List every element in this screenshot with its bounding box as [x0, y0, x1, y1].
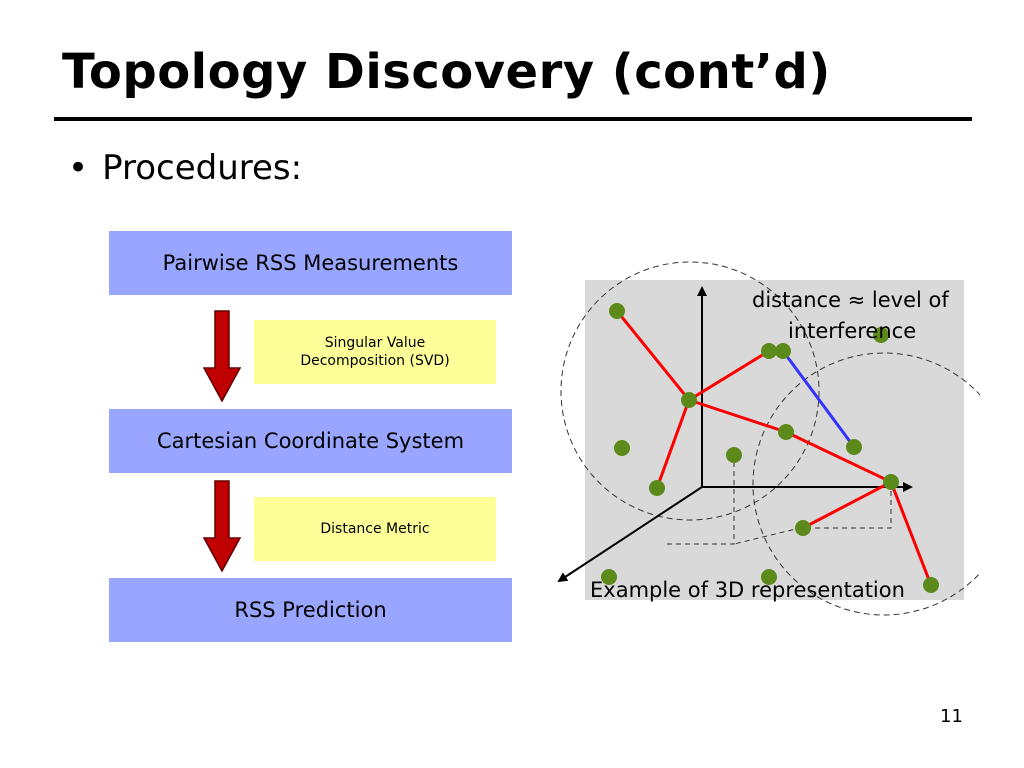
node	[778, 424, 794, 440]
node	[923, 577, 939, 593]
node	[761, 343, 777, 359]
bullet-text: Procedures:	[102, 148, 303, 188]
flow-step-label: Cartesian Coordinate System	[156, 429, 465, 453]
note-svd: Singular Value Decomposition (SVD)	[254, 320, 496, 384]
node	[649, 480, 665, 496]
down-arrow-1	[203, 310, 241, 402]
figure-caption: Example of 3D representation	[590, 578, 905, 602]
annotation-line-2: interference	[788, 319, 917, 343]
figure-panel	[585, 280, 964, 600]
down-arrow-shape	[203, 480, 241, 572]
blue-link	[781, 349, 856, 449]
figure-3d-representation: distance ≈ level of interference Example…	[540, 250, 1016, 624]
slide-title: Topology Discovery (cont’d)	[62, 44, 831, 100]
node	[681, 392, 697, 408]
annotation-line-1: distance ≈ level of	[752, 288, 949, 312]
node	[775, 343, 791, 359]
bullet-dot: •	[68, 148, 89, 188]
node	[846, 439, 862, 455]
interference-circle-1	[560, 261, 820, 521]
page-number: 11	[940, 706, 963, 727]
figure-3d-canvas	[557, 261, 1016, 616]
bullet-procedures: • Procedures:	[68, 148, 302, 188]
down-arrow-2	[203, 480, 241, 572]
node	[795, 520, 811, 536]
note-svd-line2: Decomposition (SVD)	[300, 353, 450, 369]
flow-step-rss-prediction: RSS Prediction	[109, 578, 512, 642]
flow-step-cartesian: Cartesian Coordinate System	[109, 409, 512, 473]
node	[726, 447, 742, 463]
flow-step-pairwise-rss: Pairwise RSS Measurements	[109, 231, 512, 295]
note-distance-metric: Distance Metric	[254, 497, 496, 561]
node	[609, 303, 625, 319]
node	[614, 440, 630, 456]
node	[761, 569, 777, 585]
projection-lines	[665, 462, 892, 545]
title-underline	[54, 117, 972, 121]
node	[883, 474, 899, 490]
y-axis	[557, 486, 703, 583]
note-svd-line1: Singular Value	[324, 334, 426, 351]
red-links	[615, 309, 933, 587]
node	[601, 569, 617, 585]
note-distance-metric-label: Distance Metric	[320, 520, 430, 537]
down-arrow-shape	[203, 310, 241, 402]
node	[873, 327, 889, 343]
flow-step-label: Pairwise RSS Measurements	[162, 251, 459, 275]
nodes	[601, 303, 939, 593]
flow-step-label: RSS Prediction	[234, 598, 387, 622]
